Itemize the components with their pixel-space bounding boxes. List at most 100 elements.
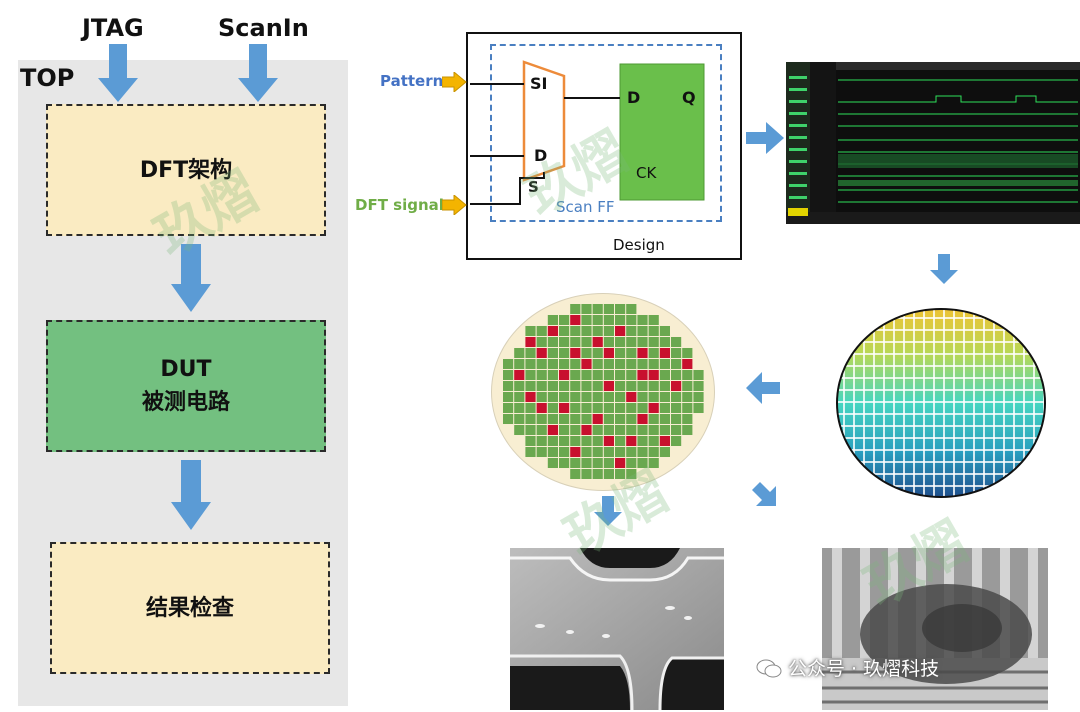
arrow-down-right-icon — [752, 482, 776, 506]
wafer-die-fail — [671, 381, 682, 391]
wafer-die-pass — [626, 304, 637, 314]
wafer-die-pass — [682, 381, 693, 391]
wafer-die-pass — [626, 337, 637, 347]
wechat-account-tag: 公众号 · 玖熠科技 — [756, 654, 939, 681]
wafer-die-pass — [659, 359, 670, 369]
wafer-die-fail — [648, 370, 659, 380]
wafer-die-pass — [536, 359, 547, 369]
wafer-die-pass — [671, 403, 682, 413]
wafer-die-pass — [536, 326, 547, 336]
wafer-die-fail — [570, 447, 581, 457]
wafer-die-pass — [536, 436, 547, 446]
wafer-die-pass — [648, 447, 659, 457]
wafer-die-pass — [637, 337, 648, 347]
wafer-die-pass — [626, 425, 637, 435]
wafer-die-pass — [659, 447, 670, 457]
wafer-die-pass — [581, 414, 592, 424]
wafer-die-pass — [637, 403, 648, 413]
jtag-arrow-icon — [98, 44, 138, 102]
wafer-die-pass — [536, 425, 547, 435]
wafer-die-pass — [559, 392, 570, 402]
wafer-die-pass — [603, 370, 614, 380]
dut-label: DUT — [160, 357, 212, 382]
wafer-die-pass — [603, 414, 614, 424]
wafer-die-pass — [671, 414, 682, 424]
wafer-die-pass — [615, 337, 626, 347]
wafer-die-pass — [671, 337, 682, 347]
sem-defect-image — [510, 548, 724, 710]
wafer-die-fail — [525, 392, 536, 402]
wafer-die-pass — [615, 315, 626, 325]
wafer-die-fail — [514, 370, 525, 380]
dut-box: DUT 被测电路 — [46, 320, 326, 452]
wafer-die-fail — [559, 403, 570, 413]
wafer-die-pass — [648, 458, 659, 468]
wafer-die-pass — [637, 359, 648, 369]
wafer-die-pass — [659, 414, 670, 424]
wafer-die-pass — [682, 414, 693, 424]
wafer-die-pass — [570, 326, 581, 336]
wafer-die-pass — [648, 436, 659, 446]
wafer-die-pass — [682, 403, 693, 413]
wafer-die-pass — [626, 458, 637, 468]
wafer-die-pass — [659, 403, 670, 413]
wafer-die-pass — [536, 414, 547, 424]
wafer-die-pass — [648, 392, 659, 402]
wafer-die-fail — [536, 348, 547, 358]
wafer-die-pass — [525, 370, 536, 380]
wafer-die-pass — [592, 447, 603, 457]
wafer-die-fail — [547, 425, 558, 435]
wafer-die-pass — [693, 392, 704, 402]
waveform-traces — [838, 79, 1078, 203]
wafer-die-pass — [503, 370, 514, 380]
wafer-die-fail — [615, 458, 626, 468]
wafer-die-pass — [525, 403, 536, 413]
wafer-die-pass — [615, 370, 626, 380]
wafer-die-fail — [659, 348, 670, 358]
wafer-die-pass — [592, 359, 603, 369]
wafer-die-pass — [581, 469, 592, 479]
arrow-right-icon — [746, 122, 784, 154]
wafer-die-pass — [615, 359, 626, 369]
wafer-die-pass — [525, 326, 536, 336]
wafer-die-pass — [581, 348, 592, 358]
arrow-down-icon — [594, 496, 622, 526]
wafer-die-pass — [570, 304, 581, 314]
wafer-die-pass — [547, 381, 558, 391]
wafer-die-pass — [603, 326, 614, 336]
wafer-die-pass — [525, 381, 536, 391]
wafer-die-pass — [659, 392, 670, 402]
flip-flop-shape — [619, 63, 705, 201]
wafer-die-pass — [648, 359, 659, 369]
dft-architecture-label: DFT架构 — [139, 157, 233, 183]
wafer-die-pass — [592, 326, 603, 336]
wafer-die-pass — [581, 381, 592, 391]
ff-q-label: Q — [682, 88, 696, 107]
wafer-die-pass — [514, 392, 525, 402]
result-check-label: 结果检查 — [145, 595, 234, 621]
wafer-die-pass — [514, 359, 525, 369]
wafer-die-pass — [525, 447, 536, 457]
wechat-icon — [756, 659, 782, 677]
wafer-die-pass — [682, 348, 693, 358]
mux-d-label: D — [534, 146, 548, 165]
wafer-die-fail — [570, 348, 581, 358]
wafer-die-pass — [592, 469, 603, 479]
wafer-die-pass — [615, 414, 626, 424]
wafer-die-pass — [525, 436, 536, 446]
wafer-die-fail — [603, 381, 614, 391]
wafer-die-pass — [659, 425, 670, 435]
wafer-die-fail — [581, 425, 592, 435]
top-label: TOP — [20, 64, 75, 92]
wafer-die-pass — [547, 392, 558, 402]
wafer-image — [836, 308, 1046, 498]
wafer-die-pass — [626, 348, 637, 358]
wafer-die-pass — [570, 392, 581, 402]
wafer-die-pass — [503, 359, 514, 369]
wafer-die-fail — [603, 436, 614, 446]
wafer-die-pass — [503, 414, 514, 424]
wafer-die-pass — [603, 447, 614, 457]
wafer-die-pass — [592, 392, 603, 402]
wafer-die-pass — [514, 348, 525, 358]
wafer-die-pass — [615, 469, 626, 479]
